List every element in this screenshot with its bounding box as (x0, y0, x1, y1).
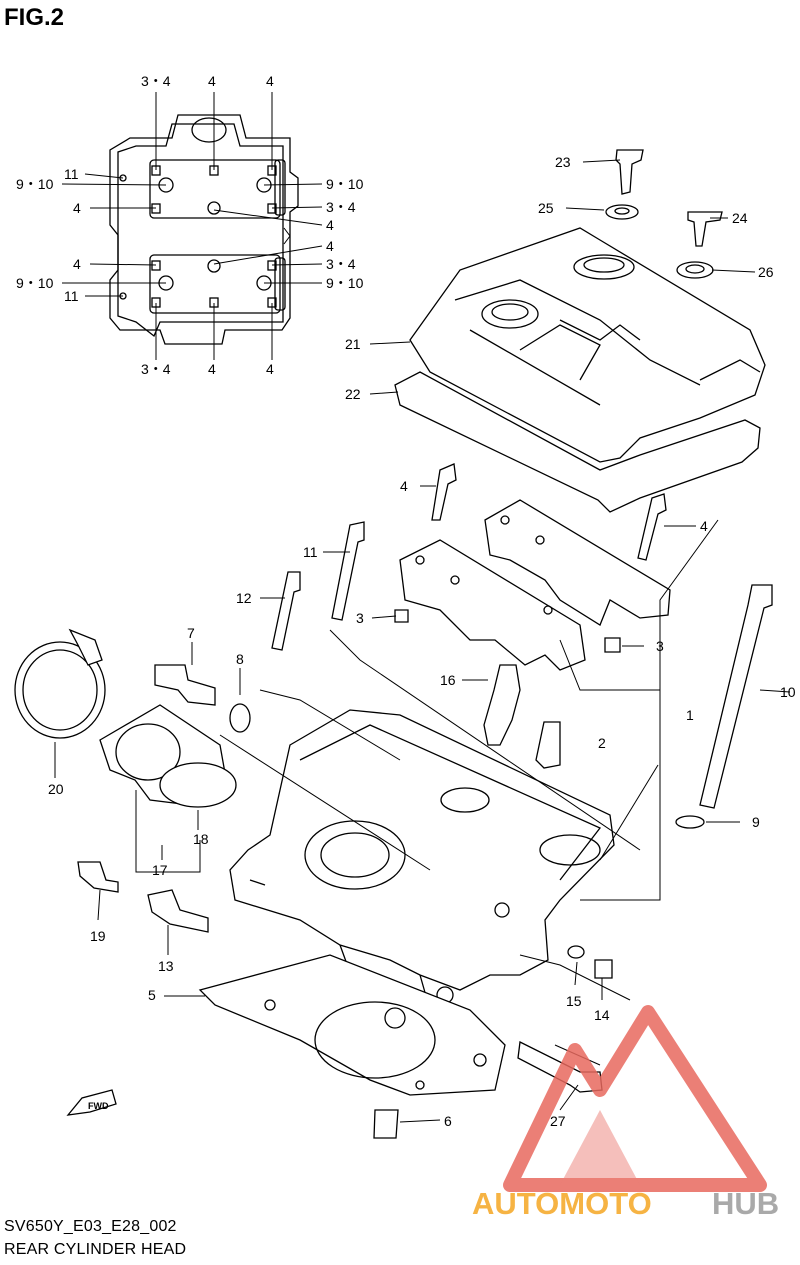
tighten-label-right-1: 9・10 (326, 176, 364, 192)
callout-20: 20 (48, 781, 64, 797)
bolt-tightening-diagram: 3・4 4 4 3・4 4 4 11 9・10 4 4 9・10 11 9・10… (16, 73, 364, 377)
tighten-label-right-6: 9・10 (326, 275, 364, 291)
cylinder-head-gasket (198, 954, 506, 1096)
callout-11: 11 (303, 544, 318, 560)
callout-4a: 4 (400, 478, 408, 494)
callout-12: 12 (236, 590, 252, 606)
callout-9: 9 (752, 814, 760, 830)
callout-2: 2 (598, 735, 606, 751)
tighten-label-bottom-3: 4 (266, 361, 274, 377)
tighten-label-left-1: 11 (64, 166, 79, 182)
long-stud-bolt (675, 584, 773, 829)
tighten-label-right-5: 3・4 (326, 256, 356, 272)
tighten-label-bottom-1: 3・4 (141, 361, 171, 377)
tighten-label-top-1: 3・4 (141, 73, 171, 89)
spark-plug (483, 664, 521, 746)
tighten-label-bottom-2: 4 (208, 361, 216, 377)
fwd-label: FWD (88, 1101, 109, 1111)
tighten-label-right-4: 4 (326, 238, 334, 254)
automotohub-logo: AUTOMOTO HUB (472, 1005, 779, 1221)
tighten-label-left-4: 4 (73, 256, 81, 272)
tighten-label-right-2: 3・4 (326, 199, 356, 215)
callout-4b: 4 (700, 518, 708, 534)
tighten-label-top-2: 4 (208, 73, 216, 89)
tighten-label-top-3: 4 (266, 73, 274, 89)
callout-7: 7 (187, 625, 195, 641)
callout-27: 27 (550, 1113, 566, 1129)
watermark-text-part1: AUTOMOTO (472, 1186, 652, 1221)
part-callouts: 23 25 24 21 22 26 4 4 11 12 3 3 16 10 1 … (48, 154, 796, 1129)
cover-cap-bolts (605, 149, 723, 279)
callout-19: 19 (90, 928, 106, 944)
callout-21: 21 (345, 336, 361, 352)
camshaft-holders (271, 463, 671, 671)
tighten-label-left-3: 4 (73, 200, 81, 216)
cam-chain-tensioner-adjuster (535, 721, 561, 769)
callout-3b: 3 (656, 638, 664, 654)
watermark-text-part2: HUB (712, 1186, 779, 1221)
callout-3a: 3 (356, 610, 364, 626)
callout-25: 25 (538, 200, 554, 216)
cylinder-head (229, 709, 615, 1011)
intake-pipe-and-clamp (14, 628, 251, 933)
callout-15: 15 (566, 993, 582, 1009)
callout-23: 23 (555, 154, 571, 170)
callout-5: 5 (148, 987, 156, 1003)
callout-26: 26 (758, 264, 774, 280)
tighten-label-left-2: 9・10 (16, 176, 54, 192)
figure-name: REAR CYLINDER HEAD (4, 1241, 187, 1258)
tighten-label-left-6: 11 (64, 288, 79, 304)
callout-13: 13 (158, 958, 174, 974)
callout-22: 22 (345, 386, 361, 402)
fwd-arrow: FWD (66, 1089, 117, 1116)
figure-title: FIG.2 (4, 4, 65, 31)
tighten-label-right-3: 4 (326, 217, 334, 233)
callout-8: 8 (236, 651, 244, 667)
callout-17: 17 (152, 862, 168, 878)
callout-10: 10 (780, 684, 796, 700)
callout-18: 18 (193, 831, 209, 847)
callout-6: 6 (444, 1113, 452, 1129)
callout-14: 14 (594, 1007, 610, 1023)
callout-16: 16 (440, 672, 456, 688)
callout-24: 24 (732, 210, 748, 226)
cylinder-head-cover (394, 227, 766, 513)
tighten-label-left-5: 9・10 (16, 275, 54, 291)
callout-1: 1 (686, 707, 694, 723)
model-code: SV650Y_E03_E28_002 (4, 1218, 177, 1235)
